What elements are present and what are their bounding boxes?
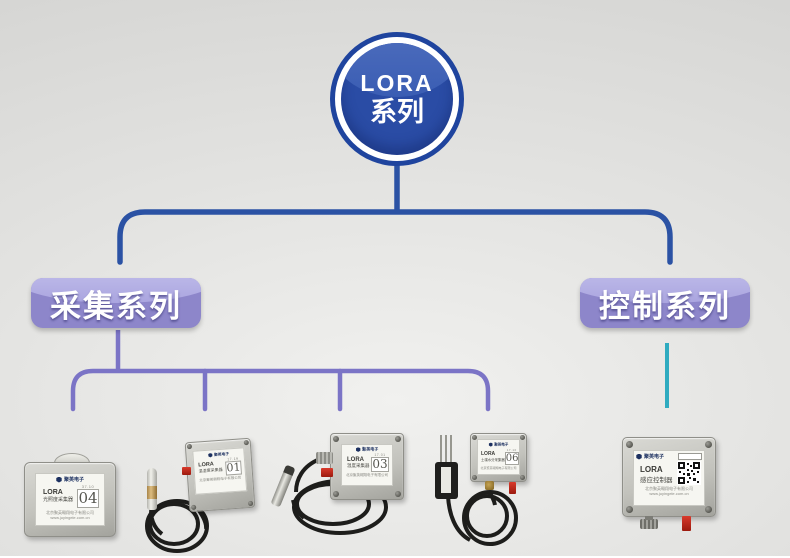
device-controller: 聚英电子 LORA 感应控制器 北京聚英翱翔电子 [622,437,718,542]
humiture-probe [147,468,157,510]
humiture-box-wrap: 聚英电子 LORA 温湿度采集器 17.19 01 北京聚英翱翔电子有限公司 [184,437,256,513]
soil-connector [485,481,494,490]
control-series-node: 控制系列 [580,278,750,328]
brand-name: 聚英电子 [644,454,665,460]
temperature-probe [270,464,296,508]
device-name: 光照度采集器 [43,496,74,503]
collection-series-label: 采集系列 [50,288,182,324]
device-number: 03 [371,457,389,473]
soil-cable [446,490,518,546]
humiture-cable [145,499,209,553]
device-number: 01 [225,460,243,476]
temperature-cable-gland [316,452,333,464]
device-series: LORA [347,456,364,463]
device-name: 温度采集器 [347,462,370,468]
device-series: LORA [640,465,663,474]
website: www.juyingele.com.cn [649,491,689,496]
temperature-antenna-port [321,468,333,477]
root-title-line1: LORA [360,70,434,96]
soil-prong-1 [440,435,442,463]
qr-code [677,461,701,485]
device-name: 温湿度采集器 [198,466,223,474]
brand-name: 聚英电子 [63,477,84,483]
device-light-sensor: 聚英电子 LORA 光照度采集器 37.10 04 北京聚英翱翔电子有限公司 w… [24,450,118,540]
soil-label: 聚英电子 LORA 土壤水分采集器 17.10 06 北京聚英翱翔电子有限公司 [477,439,520,475]
device-humiture-sensor: 聚英电子 LORA 温湿度采集器 17.19 01 北京聚英翱翔电子有限公司 [145,436,257,558]
device-value: 17.01 [374,453,386,457]
company-name: 北京聚英翱翔电子有限公司 [480,466,517,470]
collection-bracket-line [70,368,491,412]
brand-name: 聚英电子 [362,447,379,453]
brand-name: 聚英电子 [213,451,230,458]
device-series: LORA [481,451,496,457]
device-soil-sensor: 聚英电子 LORA 土壤水分采集器 17.10 06 北京聚英翱翔电子有限公司 [425,425,540,555]
company-name: 北京聚英翱翔电子有限公司 [346,473,388,478]
controller-id-box [678,453,702,460]
company-name: 北京聚英翱翔电子有限公司 [645,486,693,491]
main-bracket-line [117,209,673,265]
root-node-fill [341,43,453,155]
website: www.juyingele.com.cn [50,514,90,520]
device-temperature-sensor: 聚英电子 LORA 温度采集器 17.01 03 北京聚英翱翔电子有限公司 [270,425,410,550]
soil-prong-2 [445,435,447,463]
humiture-label: 聚英电子 LORA 温湿度采集器 17.19 01 北京聚英翱翔电子有限公司 [192,447,248,495]
device-value: 37.10 [81,484,95,489]
controller-antenna-port [682,516,691,531]
temperature-label: 聚英电子 LORA 温度采集器 17.01 03 北京聚英翱翔电子有限公司 [341,444,393,486]
soil-antenna-port [509,482,516,494]
soil-sensor-body [435,462,458,499]
light-sensor-label: 聚英电子 LORA 光照度采集器 37.10 04 北京聚英翱翔电子有限公司 w… [35,473,105,526]
control-series-label: 控制系列 [599,288,731,324]
root-node: LORA 系列 [330,32,464,166]
controller-label: 聚英电子 LORA 感应控制器 北京聚英翱翔电子 [633,450,705,506]
brand-logo-icon [56,476,62,483]
company-name: 北京聚英翱翔电子有限公司 [46,509,94,515]
device-number: 04 [77,489,99,508]
collection-series-node: 采集系列 [31,278,201,328]
soil-prong-3 [450,435,452,463]
device-name: 感应控制器 [640,477,673,484]
device-value: 17.10 [506,448,517,452]
controller-connector [640,516,658,529]
root-title-line2: 系列 [370,97,424,127]
device-number: 06 [504,452,519,465]
device-name: 土壤水分采集器 [481,458,505,462]
brand-name: 聚英电子 [494,442,509,447]
device-series: LORA [43,488,63,496]
humiture-antenna-port [182,467,191,475]
